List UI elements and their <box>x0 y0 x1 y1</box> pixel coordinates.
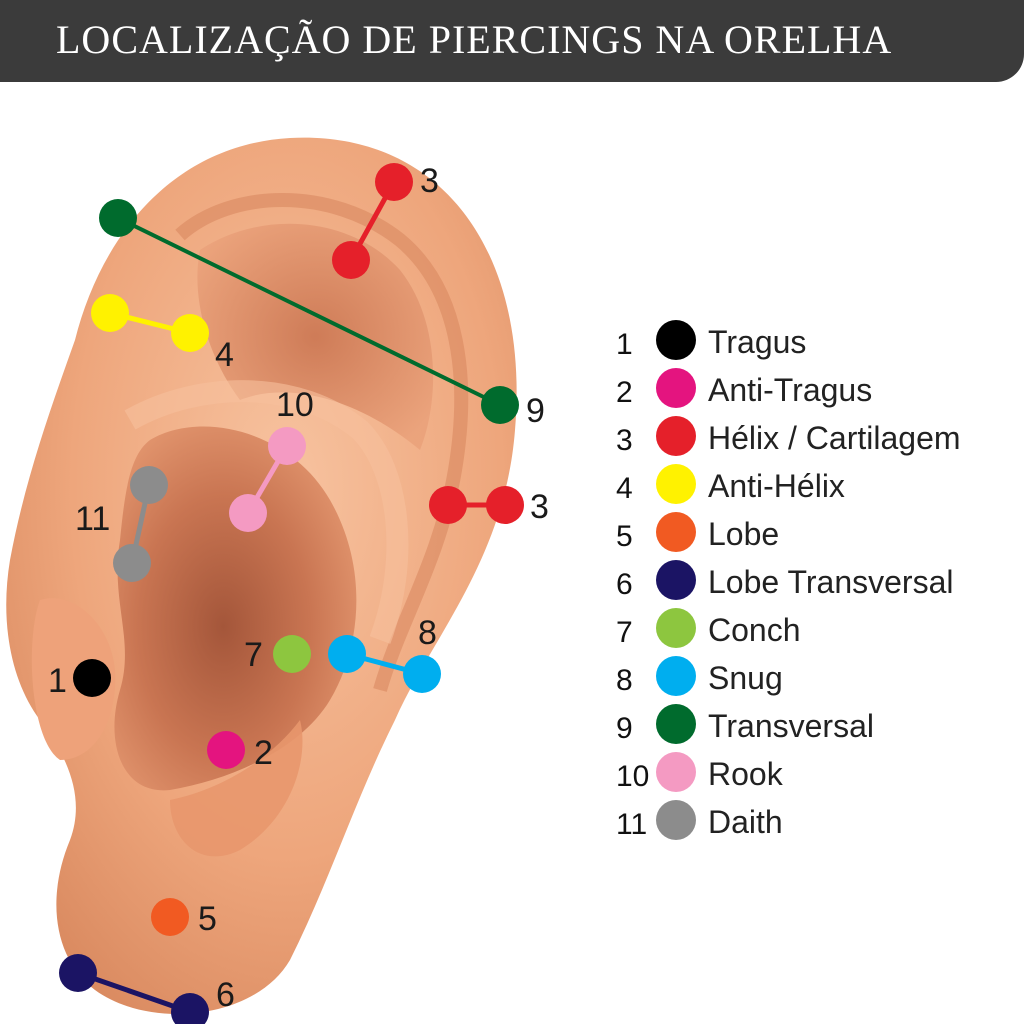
legend-label: Lobe <box>708 516 780 552</box>
conch-ball <box>273 635 311 673</box>
helix-rim-shadow <box>175 193 469 692</box>
legend-label: Transversal <box>708 708 874 744</box>
page-title: LOCALIZAÇÃO DE PIERCINGS NA ORELHA <box>56 17 893 62</box>
legend-label: Daith <box>708 804 783 840</box>
legend-color-dot <box>656 560 696 600</box>
legend-color-dot <box>656 800 696 840</box>
legend-number: 4 <box>616 472 633 505</box>
legend-color-dot <box>656 752 696 792</box>
helix-side-ball <box>429 486 467 524</box>
legend-color-dot <box>656 368 696 408</box>
legend-number: 5 <box>616 520 633 553</box>
legend-number: 8 <box>616 664 633 697</box>
snug-ball <box>403 655 441 693</box>
label-lobe: 5 <box>198 900 217 938</box>
anti-helix-ridge <box>124 380 409 644</box>
ear-antitragus <box>170 720 303 857</box>
lobe-ball <box>151 898 189 936</box>
lobe-transversal-bar <box>77 970 191 1015</box>
legend-label: Anti-Hélix <box>708 468 845 504</box>
helix-top-ball <box>375 163 413 201</box>
rook-ball <box>229 494 267 532</box>
label-lobe-transversal: 6 <box>216 976 235 1014</box>
legend-number: 2 <box>616 376 633 409</box>
daith-ball <box>113 544 151 582</box>
legend-label: Tragus <box>708 324 807 360</box>
anti-helix-ball <box>91 294 129 332</box>
legend-number: 10 <box>616 760 650 793</box>
legend-number: 11 <box>616 808 648 841</box>
title-banner: LOCALIZAÇÃO DE PIERCINGS NA ORELHA <box>0 0 1024 82</box>
legend-item: 6 Lobe Transversal <box>612 558 1012 606</box>
legend-label: Lobe Transversal <box>708 564 954 600</box>
anti-helix-ball <box>171 314 209 352</box>
daith-ball <box>130 466 168 504</box>
legend-number: 6 <box>616 568 633 601</box>
ear-concha <box>114 426 357 791</box>
legend-item: 11 Daith <box>612 798 1012 846</box>
legend-label: Anti-Tragus <box>708 372 873 408</box>
label-transversal: 9 <box>526 392 545 430</box>
legend-color-dot <box>656 656 696 696</box>
legend-item: 3 Hélix / Cartilagem <box>612 414 1012 462</box>
transversal-ball <box>99 199 137 237</box>
legend-number: 7 <box>616 616 633 649</box>
rook-ball <box>268 427 306 465</box>
legend-color-dot <box>656 416 696 456</box>
label-helix-top: 3 <box>420 162 439 200</box>
label-snug: 8 <box>418 614 437 652</box>
legend-label: Snug <box>708 660 783 696</box>
label-anti-tragus: 2 <box>254 734 273 772</box>
legend-color-dot <box>656 464 696 504</box>
label-rook: 10 <box>276 386 314 424</box>
tragus-ball <box>73 659 111 697</box>
label-anti-helix: 4 <box>215 336 234 374</box>
legend-number: 9 <box>616 712 633 745</box>
legend-item: 9 Transversal <box>612 702 1012 750</box>
snug-ball <box>328 635 366 673</box>
legend-number: 3 <box>616 424 633 457</box>
legend-item: 7 Conch <box>612 606 1012 654</box>
legend-label: Rook <box>708 756 783 792</box>
helix-side-ball <box>486 486 524 524</box>
label-tragus: 1 <box>48 662 67 700</box>
legend-item: 10 Rook <box>612 750 1012 798</box>
lobe-transversal-ball <box>171 993 209 1024</box>
lobe-transversal-ball <box>59 954 97 992</box>
transversal-ball <box>481 386 519 424</box>
label-helix-side: 3 <box>530 488 549 526</box>
label-daith: 11 <box>75 500 110 538</box>
label-conch: 7 <box>244 636 263 674</box>
legend-item: 5 Lobe <box>612 510 1012 558</box>
legend-item: 4 Anti-Hélix <box>612 462 1012 510</box>
legend-color-dot <box>656 608 696 648</box>
legend-color-dot <box>656 320 696 360</box>
legend-label: Conch <box>708 612 801 648</box>
legend-label: Hélix / Cartilagem <box>708 420 961 456</box>
ear-diagram: 3 4 9 10 3 11 8 7 1 2 5 6 <box>6 137 549 1024</box>
legend-item: 1 Tragus <box>612 318 1012 366</box>
transversal-bar <box>117 216 501 407</box>
legend-color-dot <box>656 512 696 552</box>
anti-tragus-ball <box>207 731 245 769</box>
legend: 1 Tragus 2 Anti-Tragus 3 Hélix / Cartilagem 4 A… <box>612 318 1012 846</box>
legend-number: 1 <box>616 328 633 361</box>
legend-item: 8 Snug <box>612 654 1012 702</box>
legend-color-dot <box>656 704 696 744</box>
helix-top-ball <box>332 241 370 279</box>
legend-item: 2 Anti-Tragus <box>612 366 1012 414</box>
